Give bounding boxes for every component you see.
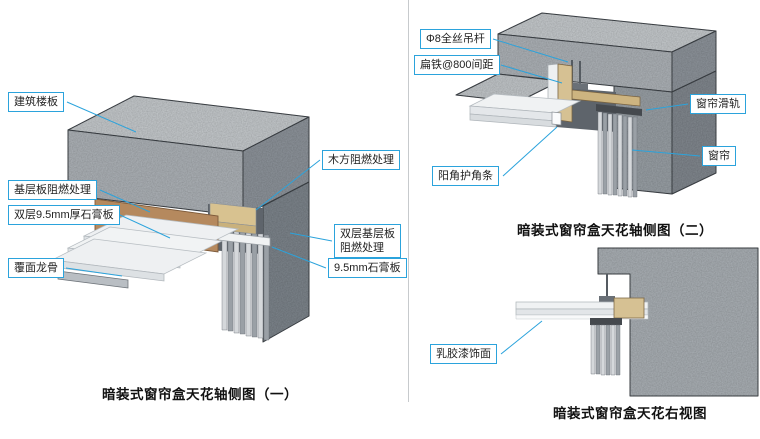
curtain-2	[597, 111, 638, 198]
wood-blocking-3	[613, 297, 645, 319]
label-corner-bead: 阳角护角条	[432, 166, 499, 186]
ceiling-band-2	[468, 93, 582, 128]
wall-fin	[262, 181, 310, 343]
beam-side	[671, 70, 717, 195]
curtain-3	[590, 324, 621, 376]
label-base-board: 基层板阻燃处理	[8, 180, 97, 200]
caption-right-view: 暗装式窗帘盒天花右视图	[553, 406, 707, 421]
concrete-wall-slab	[597, 247, 759, 397]
label-gypsum-95: 9.5mm石膏板	[328, 258, 407, 278]
concrete-structure-1	[67, 95, 310, 343]
curtain-rail-3	[590, 318, 622, 325]
concrete-structure-3	[597, 247, 759, 397]
label-double-base: 双层基层板 阻燃处理	[334, 224, 401, 258]
label-wood-blocking: 木方阻燃处理	[322, 150, 400, 170]
diagram-right-view	[515, 247, 759, 397]
flat-iron-3	[599, 296, 615, 302]
label-double-gypsum: 双层9.5mm厚石膏板	[8, 205, 120, 225]
diagram-axon-2	[455, 12, 717, 198]
diagram-axon-1	[50, 95, 310, 343]
label-hanger-rod: Φ8全丝吊杆	[420, 29, 491, 49]
leader-lines	[65, 38, 701, 355]
label-latex-paint: 乳胶漆饰面	[430, 344, 497, 364]
caption-axon-1: 暗装式窗帘盒天花轴侧图（一）	[102, 387, 298, 402]
gypsum-boards	[50, 214, 240, 282]
corner-bead	[551, 111, 562, 126]
curtain-rail	[596, 104, 642, 116]
label-furring: 覆面龙骨	[8, 258, 64, 278]
label-curtain: 窗帘	[702, 146, 736, 166]
label-curtain-rail: 窗帘滑轨	[690, 94, 746, 114]
label-building-slab: 建筑楼板	[8, 92, 64, 112]
label-flat-iron: 扁铁@800间距	[414, 55, 500, 75]
caption-axon-2: 暗装式窗帘盒天花轴侧图（二）	[517, 223, 713, 238]
panel-divider	[408, 0, 409, 402]
